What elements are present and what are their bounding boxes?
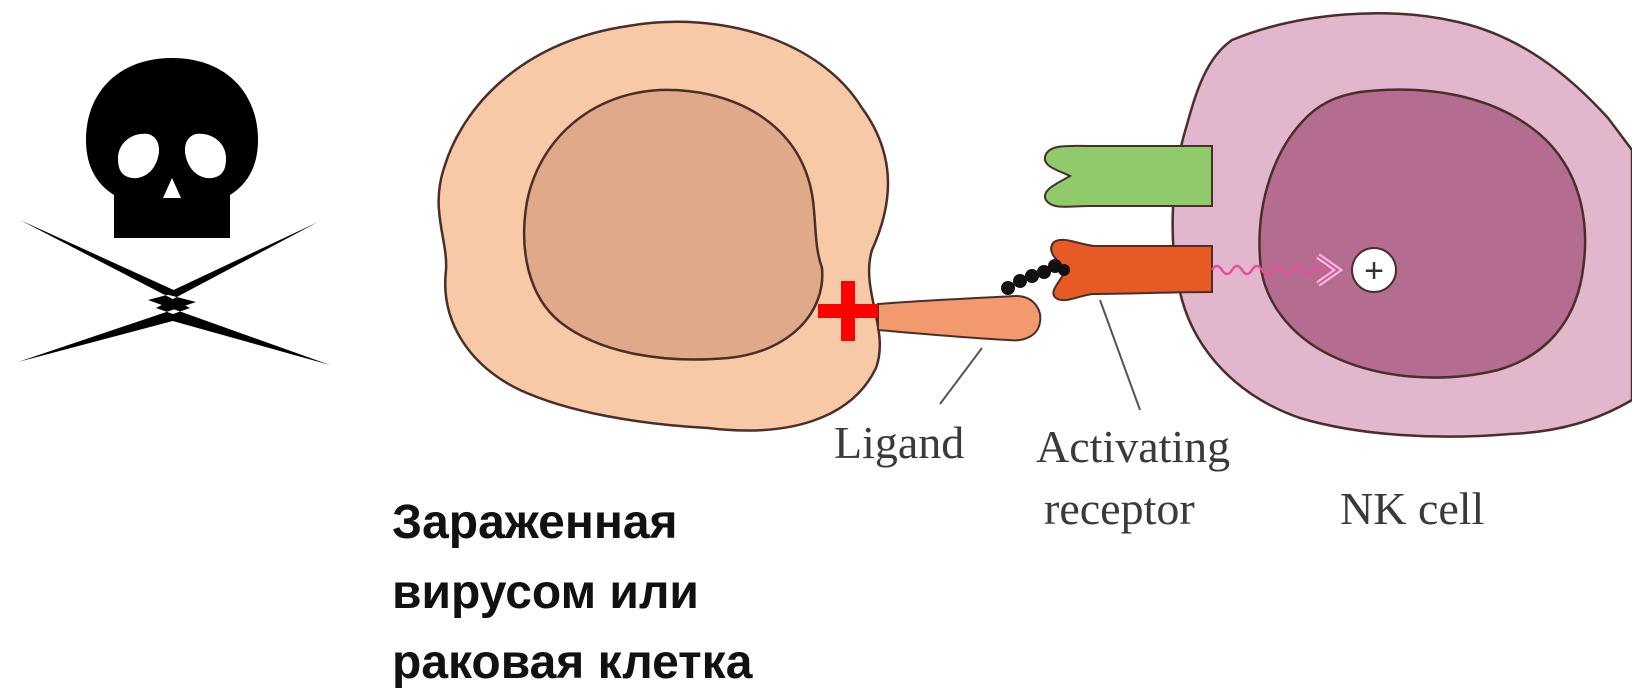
skull-crossed-lightning-icon — [18, 58, 330, 365]
skull-icon — [86, 58, 258, 238]
ligand-pointer-line — [940, 348, 982, 404]
ligand — [878, 296, 1040, 340]
caption-line-3: раковая клетка — [392, 628, 752, 698]
plus-symbol: + — [1364, 252, 1384, 290]
nk-cell-label: NK cell — [1340, 483, 1484, 534]
ligand-label: Ligand — [834, 417, 964, 468]
activating-receptor-label-line2: receptor — [1044, 483, 1195, 534]
receptor-pointer-line — [1100, 300, 1140, 410]
caption-line-2: вирусом или — [392, 558, 752, 628]
nk-cell-nucleus — [1259, 90, 1585, 378]
activating-receptor — [1051, 240, 1212, 300]
green-receptor — [1045, 146, 1212, 207]
activation-plus-circle: + — [1352, 248, 1396, 292]
caption-line-1: Зараженная — [392, 488, 752, 558]
target-cell — [439, 22, 888, 431]
activating-receptor-label-line1: Activating — [1036, 421, 1230, 472]
target-cell-nucleus — [524, 90, 822, 360]
infected-or-cancer-cell-caption: Зараженная вирусом или раковая клетка — [392, 488, 752, 698]
nk-cell — [1173, 13, 1632, 436]
